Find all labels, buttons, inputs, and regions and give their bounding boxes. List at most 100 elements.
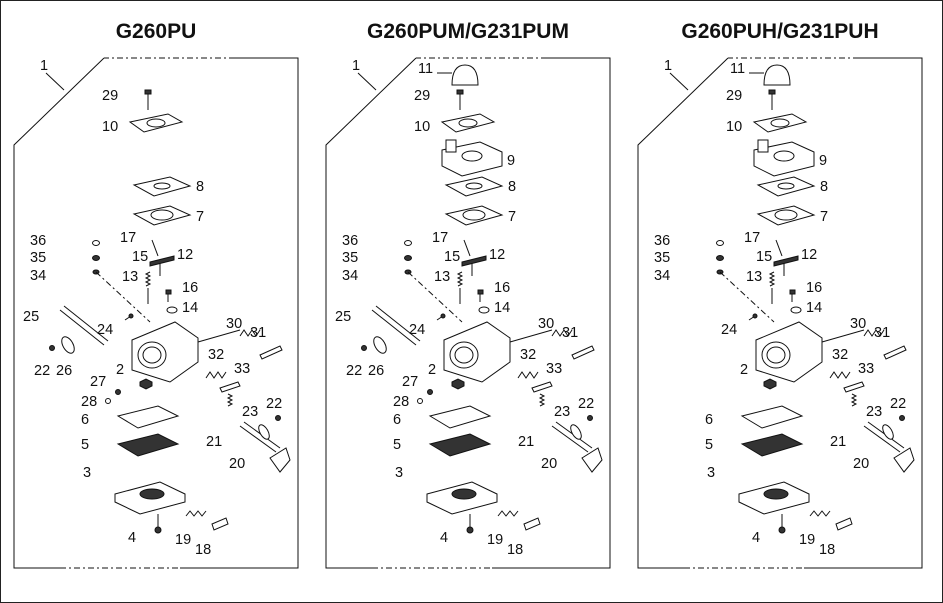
- part-label-p20: 20: [541, 456, 557, 472]
- part-label-p7: 7: [508, 209, 516, 225]
- plate-screw: [361, 345, 367, 351]
- small-cap: [92, 240, 100, 246]
- lever-spring: [456, 271, 464, 287]
- screw-head: [144, 89, 152, 95]
- kit-outline: [180, 57, 299, 569]
- part-label-p20: 20: [229, 456, 245, 472]
- part-label-p7: 7: [196, 209, 204, 225]
- part-label-p9: 9: [507, 153, 515, 169]
- washer-23: [570, 424, 582, 440]
- part-label-p22b: 22: [266, 396, 282, 412]
- part-label-p31: 31: [874, 325, 890, 341]
- screw-head: [752, 313, 758, 319]
- part-label-p21: 21: [830, 434, 846, 450]
- part-label-p29: 29: [726, 88, 742, 104]
- part-label-p22b: 22: [890, 396, 906, 412]
- nut: [451, 378, 465, 390]
- nut: [139, 378, 153, 390]
- carburetor-bore-inner: [766, 346, 786, 364]
- part-label-p7: 7: [820, 209, 828, 225]
- pump-center: [461, 150, 483, 162]
- part-label-p12: 12: [489, 247, 505, 263]
- part-label-p10: 10: [414, 119, 430, 135]
- part-label-p18: 18: [507, 542, 523, 558]
- part-label-p19: 19: [175, 532, 191, 548]
- small-cap: [716, 240, 724, 246]
- part-label-p15: 15: [756, 249, 772, 265]
- metering-diaphragm: [116, 433, 180, 457]
- ball-28: [105, 398, 111, 404]
- part-label-p33: 33: [858, 361, 874, 377]
- kit-outline: [637, 57, 729, 569]
- panel-title: G260PUH/G231PUH: [681, 20, 878, 43]
- pump-diaphragm-center: [465, 182, 483, 190]
- part-label-p10: 10: [726, 119, 742, 135]
- part-18: [211, 517, 229, 531]
- part-label-p29: 29: [102, 88, 118, 104]
- screw-head: [789, 289, 796, 295]
- part-label-p10: 10: [102, 119, 118, 135]
- part-label-p12: 12: [177, 247, 193, 263]
- spring-19: [809, 510, 831, 517]
- needle-33: [843, 381, 865, 393]
- small-ring: [404, 255, 412, 261]
- part-label-p31: 31: [562, 325, 578, 341]
- part-label-p2: 2: [116, 362, 124, 378]
- part-label-p35: 35: [342, 250, 358, 266]
- needle-31: [571, 345, 595, 360]
- throttle-shaft: [371, 309, 417, 346]
- leader-line: [821, 329, 865, 343]
- metering-gasket: [116, 405, 180, 429]
- needle-33: [219, 381, 241, 393]
- leader-line: [45, 72, 65, 91]
- spring-30: [863, 329, 885, 337]
- cover-plate-center: [458, 118, 478, 128]
- spring-32: [829, 371, 851, 379]
- part-label-p16: 16: [494, 280, 510, 296]
- needle-31: [259, 345, 283, 360]
- screw-4-head: [466, 526, 474, 534]
- kit-outline: [325, 57, 417, 569]
- part-label-p36: 36: [654, 233, 670, 249]
- part-label-p3: 3: [395, 465, 403, 481]
- primer-cap: [763, 64, 791, 86]
- part-label-p3: 3: [83, 465, 91, 481]
- small-ring: [716, 255, 724, 261]
- part-label-p29: 29: [414, 88, 430, 104]
- washer-23: [258, 424, 270, 440]
- pump-gasket-hole: [774, 209, 798, 221]
- cover-plate-center: [146, 118, 166, 128]
- panel-title: G260PU: [116, 20, 197, 43]
- pump-diaphragm-center: [777, 182, 795, 190]
- spring-27: [115, 389, 121, 395]
- part-label-p8: 8: [508, 179, 516, 195]
- part-label-p14: 14: [182, 300, 198, 316]
- spring-32: [205, 371, 227, 379]
- kit-outline: [13, 57, 105, 569]
- part-label-p6: 6: [81, 412, 89, 428]
- part-label-p26: 26: [56, 363, 72, 379]
- leader-line: [357, 72, 377, 91]
- part-label-p13: 13: [746, 269, 762, 285]
- part-label-p2: 2: [740, 362, 748, 378]
- carburetor-bore-inner: [142, 346, 162, 364]
- part-label-p18: 18: [195, 542, 211, 558]
- part-label-p1: 1: [40, 58, 48, 74]
- spring-32: [517, 371, 539, 379]
- part-label-p5: 5: [81, 437, 89, 453]
- spring-27: [427, 389, 433, 395]
- spring-30: [551, 329, 573, 337]
- part-label-p22b: 22: [578, 396, 594, 412]
- part-label-p32: 32: [832, 347, 848, 363]
- needle-31: [883, 345, 907, 360]
- part-label-p4: 4: [128, 530, 136, 546]
- leader-line: [509, 329, 553, 343]
- needle: [775, 239, 783, 257]
- part-label-p23: 23: [866, 404, 882, 420]
- spring-21: [850, 393, 858, 407]
- spring-21: [226, 393, 234, 407]
- part-label-p33: 33: [546, 361, 562, 377]
- screw-22: [275, 415, 281, 421]
- part-label-p15: 15: [444, 249, 460, 265]
